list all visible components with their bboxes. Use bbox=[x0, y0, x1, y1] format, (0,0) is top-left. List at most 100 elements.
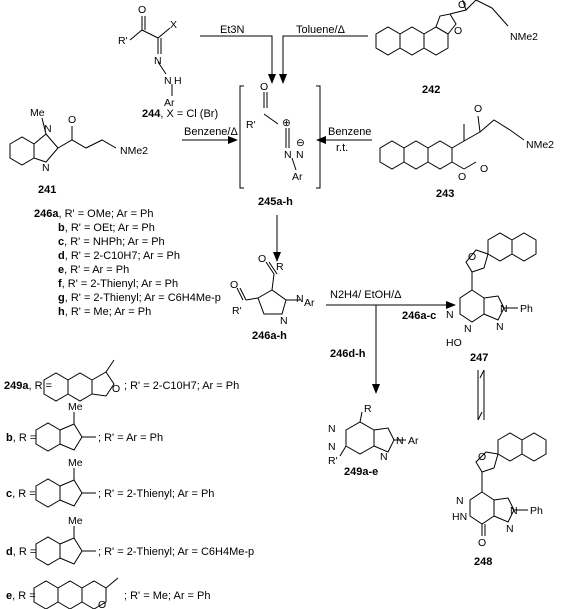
list-item: b, R = bbox=[6, 432, 37, 444]
atom-n3: N bbox=[496, 321, 504, 333]
atom-furan-o: O bbox=[454, 25, 462, 37]
list-item: c, R = bbox=[6, 488, 36, 500]
list-item: f, R' = 2-Thienyl; Ar = Ph bbox=[58, 278, 179, 290]
atom-o: O bbox=[474, 103, 482, 115]
atom-r1: R' bbox=[118, 35, 128, 47]
atom-r: R bbox=[276, 261, 284, 273]
list-item-detail: ; R' = 2-Thienyl; Ar = C6H4Me-p bbox=[98, 546, 255, 558]
intermediate-bracket bbox=[239, 85, 321, 189]
atom-n2: N bbox=[506, 523, 514, 535]
substituent-249c: Me bbox=[35, 457, 96, 508]
atom-ar: Ar bbox=[304, 297, 315, 309]
list-item: d, R = bbox=[6, 546, 37, 558]
atom-ar: Ar bbox=[292, 171, 303, 183]
atom-c-plus: ⊕ bbox=[282, 117, 291, 129]
atom-o: O bbox=[138, 4, 146, 16]
structure-244: O R' X N N H Ar bbox=[118, 4, 182, 109]
atom-ar: Ar bbox=[164, 97, 175, 109]
compound-249-label: 249a-e bbox=[344, 466, 379, 478]
atom-n4: N bbox=[380, 451, 388, 463]
list-item: h, R' = Me; Ar = Ph bbox=[58, 306, 152, 318]
atom-ar: Ar bbox=[408, 435, 419, 447]
atom-hn: HN bbox=[452, 511, 467, 523]
atom-r1: R' bbox=[246, 119, 256, 131]
arrows bbox=[182, 35, 485, 421]
compound-248-label: 248 bbox=[474, 556, 493, 568]
atom-furan-o: O bbox=[468, 251, 476, 263]
atom-ho: HO bbox=[446, 337, 462, 349]
structure-248: O N HN N N Ph O bbox=[452, 432, 547, 549]
atom-o1: O bbox=[258, 253, 266, 265]
list-item: 249a, R = bbox=[4, 380, 53, 392]
atom-minus: ⊖ bbox=[296, 137, 305, 149]
atom-n2: N bbox=[296, 149, 304, 161]
reagent-hydrazine: N2H4/ EtOH/Δ bbox=[330, 289, 402, 301]
compound-245-label: 245a-h bbox=[258, 196, 293, 208]
structure-245: O R' ⊕ N N ⊖ Ar bbox=[246, 81, 305, 183]
atom-o: O bbox=[478, 537, 486, 549]
list-item: b, R' = OEt; Ar = Ph bbox=[58, 222, 155, 234]
arrow-et3n bbox=[200, 35, 273, 80]
atom-n1: N bbox=[456, 495, 464, 507]
atom-o: O bbox=[112, 383, 120, 395]
structure-249: R N N N N Ar R' bbox=[328, 403, 419, 467]
atom-ph: Ph bbox=[530, 505, 543, 517]
substituent-249d: Me bbox=[35, 515, 96, 566]
atom-carbonyl-o: O bbox=[480, 163, 488, 175]
atom-o: O bbox=[458, 0, 466, 11]
compound-243-label: 243 bbox=[436, 188, 455, 200]
atom-o2: O bbox=[230, 279, 238, 291]
substituent-249e: O bbox=[33, 577, 119, 609]
atom-o: O bbox=[260, 81, 268, 93]
compound-247-label: 247 bbox=[470, 352, 489, 364]
list-item: d, R' = 2-C10H7; Ar = Ph bbox=[58, 250, 180, 262]
atom-n3: N bbox=[396, 435, 404, 447]
atom-n4: N bbox=[500, 303, 508, 315]
structure-246: R O O R' N N Ar bbox=[230, 253, 315, 327]
atom-furan-o: O bbox=[478, 451, 486, 463]
atom-n2: N bbox=[42, 162, 50, 174]
atom-r: R bbox=[364, 403, 372, 415]
list-item: c, R' = NHPh; Ar = Ph bbox=[58, 236, 165, 248]
atom-n: N bbox=[154, 55, 162, 67]
structure-242: O O NMe2 bbox=[375, 0, 538, 56]
route-246dh: 246d-h bbox=[330, 348, 366, 360]
list-item: e, R = bbox=[6, 590, 36, 602]
atom-me: Me bbox=[68, 515, 83, 527]
atom-n1: N bbox=[284, 149, 292, 161]
atom-r1: R' bbox=[232, 305, 242, 317]
atom-me: Me bbox=[68, 401, 83, 413]
reagent-benzene-heat: Benzene/Δ bbox=[184, 126, 238, 138]
reagent-benzene: Benzene bbox=[328, 126, 372, 138]
list-item-detail: ; R' = Ar = Ph bbox=[98, 432, 164, 444]
atom-n3: N bbox=[510, 505, 518, 517]
atom-me: Me bbox=[30, 107, 45, 119]
list-item-detail: ; R' = 2-Thienyl; Ar = Ph bbox=[98, 488, 215, 500]
atom-n1: N bbox=[328, 423, 336, 435]
compound-244-label: 244, X = Cl (Br) bbox=[142, 108, 219, 120]
compound-246-label: 246a-h bbox=[252, 330, 287, 342]
list-item: 246a, R' = OMe; Ar = Ph bbox=[34, 208, 154, 220]
structure-243: O O O NMe2 bbox=[379, 103, 554, 183]
route-246ac: 246a-c bbox=[402, 310, 437, 322]
atom-o: O bbox=[98, 599, 106, 609]
reagent-et3n: Et3N bbox=[220, 24, 245, 36]
atom-o: O bbox=[68, 114, 76, 126]
atom-ph: Ph bbox=[520, 303, 533, 315]
atom-h: H bbox=[174, 75, 182, 87]
atom-x: X bbox=[170, 19, 177, 31]
compound-242-label: 242 bbox=[422, 84, 441, 96]
substituent-249a: O bbox=[43, 359, 120, 402]
arrow-toluene bbox=[282, 35, 368, 80]
reagent-toluene: Toluene/Δ bbox=[296, 24, 345, 36]
structure-247: O N N N N Ph HO bbox=[446, 232, 537, 349]
atom-nme2: NMe2 bbox=[526, 139, 554, 151]
atom-n2: N bbox=[296, 293, 304, 305]
atom-ring-o: O bbox=[458, 171, 466, 183]
atom-n: N bbox=[280, 315, 288, 327]
list-item: g, R' = 2-Thienyl; Ar = C6H4Me-p bbox=[58, 292, 221, 304]
compound-241-label: 241 bbox=[38, 184, 57, 196]
substituent-249b: Me bbox=[35, 401, 96, 452]
atom-n2: N bbox=[464, 323, 472, 335]
